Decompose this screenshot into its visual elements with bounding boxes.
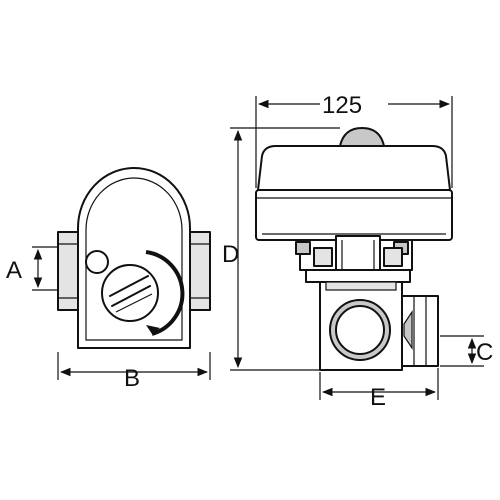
valve-body <box>319 281 439 371</box>
left-fitting <box>57 231 81 311</box>
label-b: B <box>124 365 140 392</box>
label-d: D <box>222 241 239 268</box>
scale-arc <box>145 250 185 336</box>
label-e: E <box>370 384 386 411</box>
indicator-circle <box>85 250 109 274</box>
front-view: A B <box>6 167 211 392</box>
label-a: A <box>6 257 22 284</box>
dimension-c: C <box>440 335 493 367</box>
label-125: 125 <box>322 92 362 119</box>
top-knob <box>339 127 385 147</box>
dimension-125: 125 <box>255 92 453 188</box>
side-view: 125 D C E <box>222 92 493 411</box>
mounting-bracket <box>295 235 413 283</box>
right-fitting <box>187 231 211 311</box>
dimension-e: E <box>319 368 439 411</box>
selector-knob <box>101 264 159 322</box>
dimension-b: B <box>57 352 211 392</box>
dimension-d: D <box>222 127 340 371</box>
label-c: C <box>476 339 493 366</box>
actuator-cover <box>257 145 451 191</box>
dimension-a: A <box>6 246 58 291</box>
housing-inner <box>85 177 183 341</box>
